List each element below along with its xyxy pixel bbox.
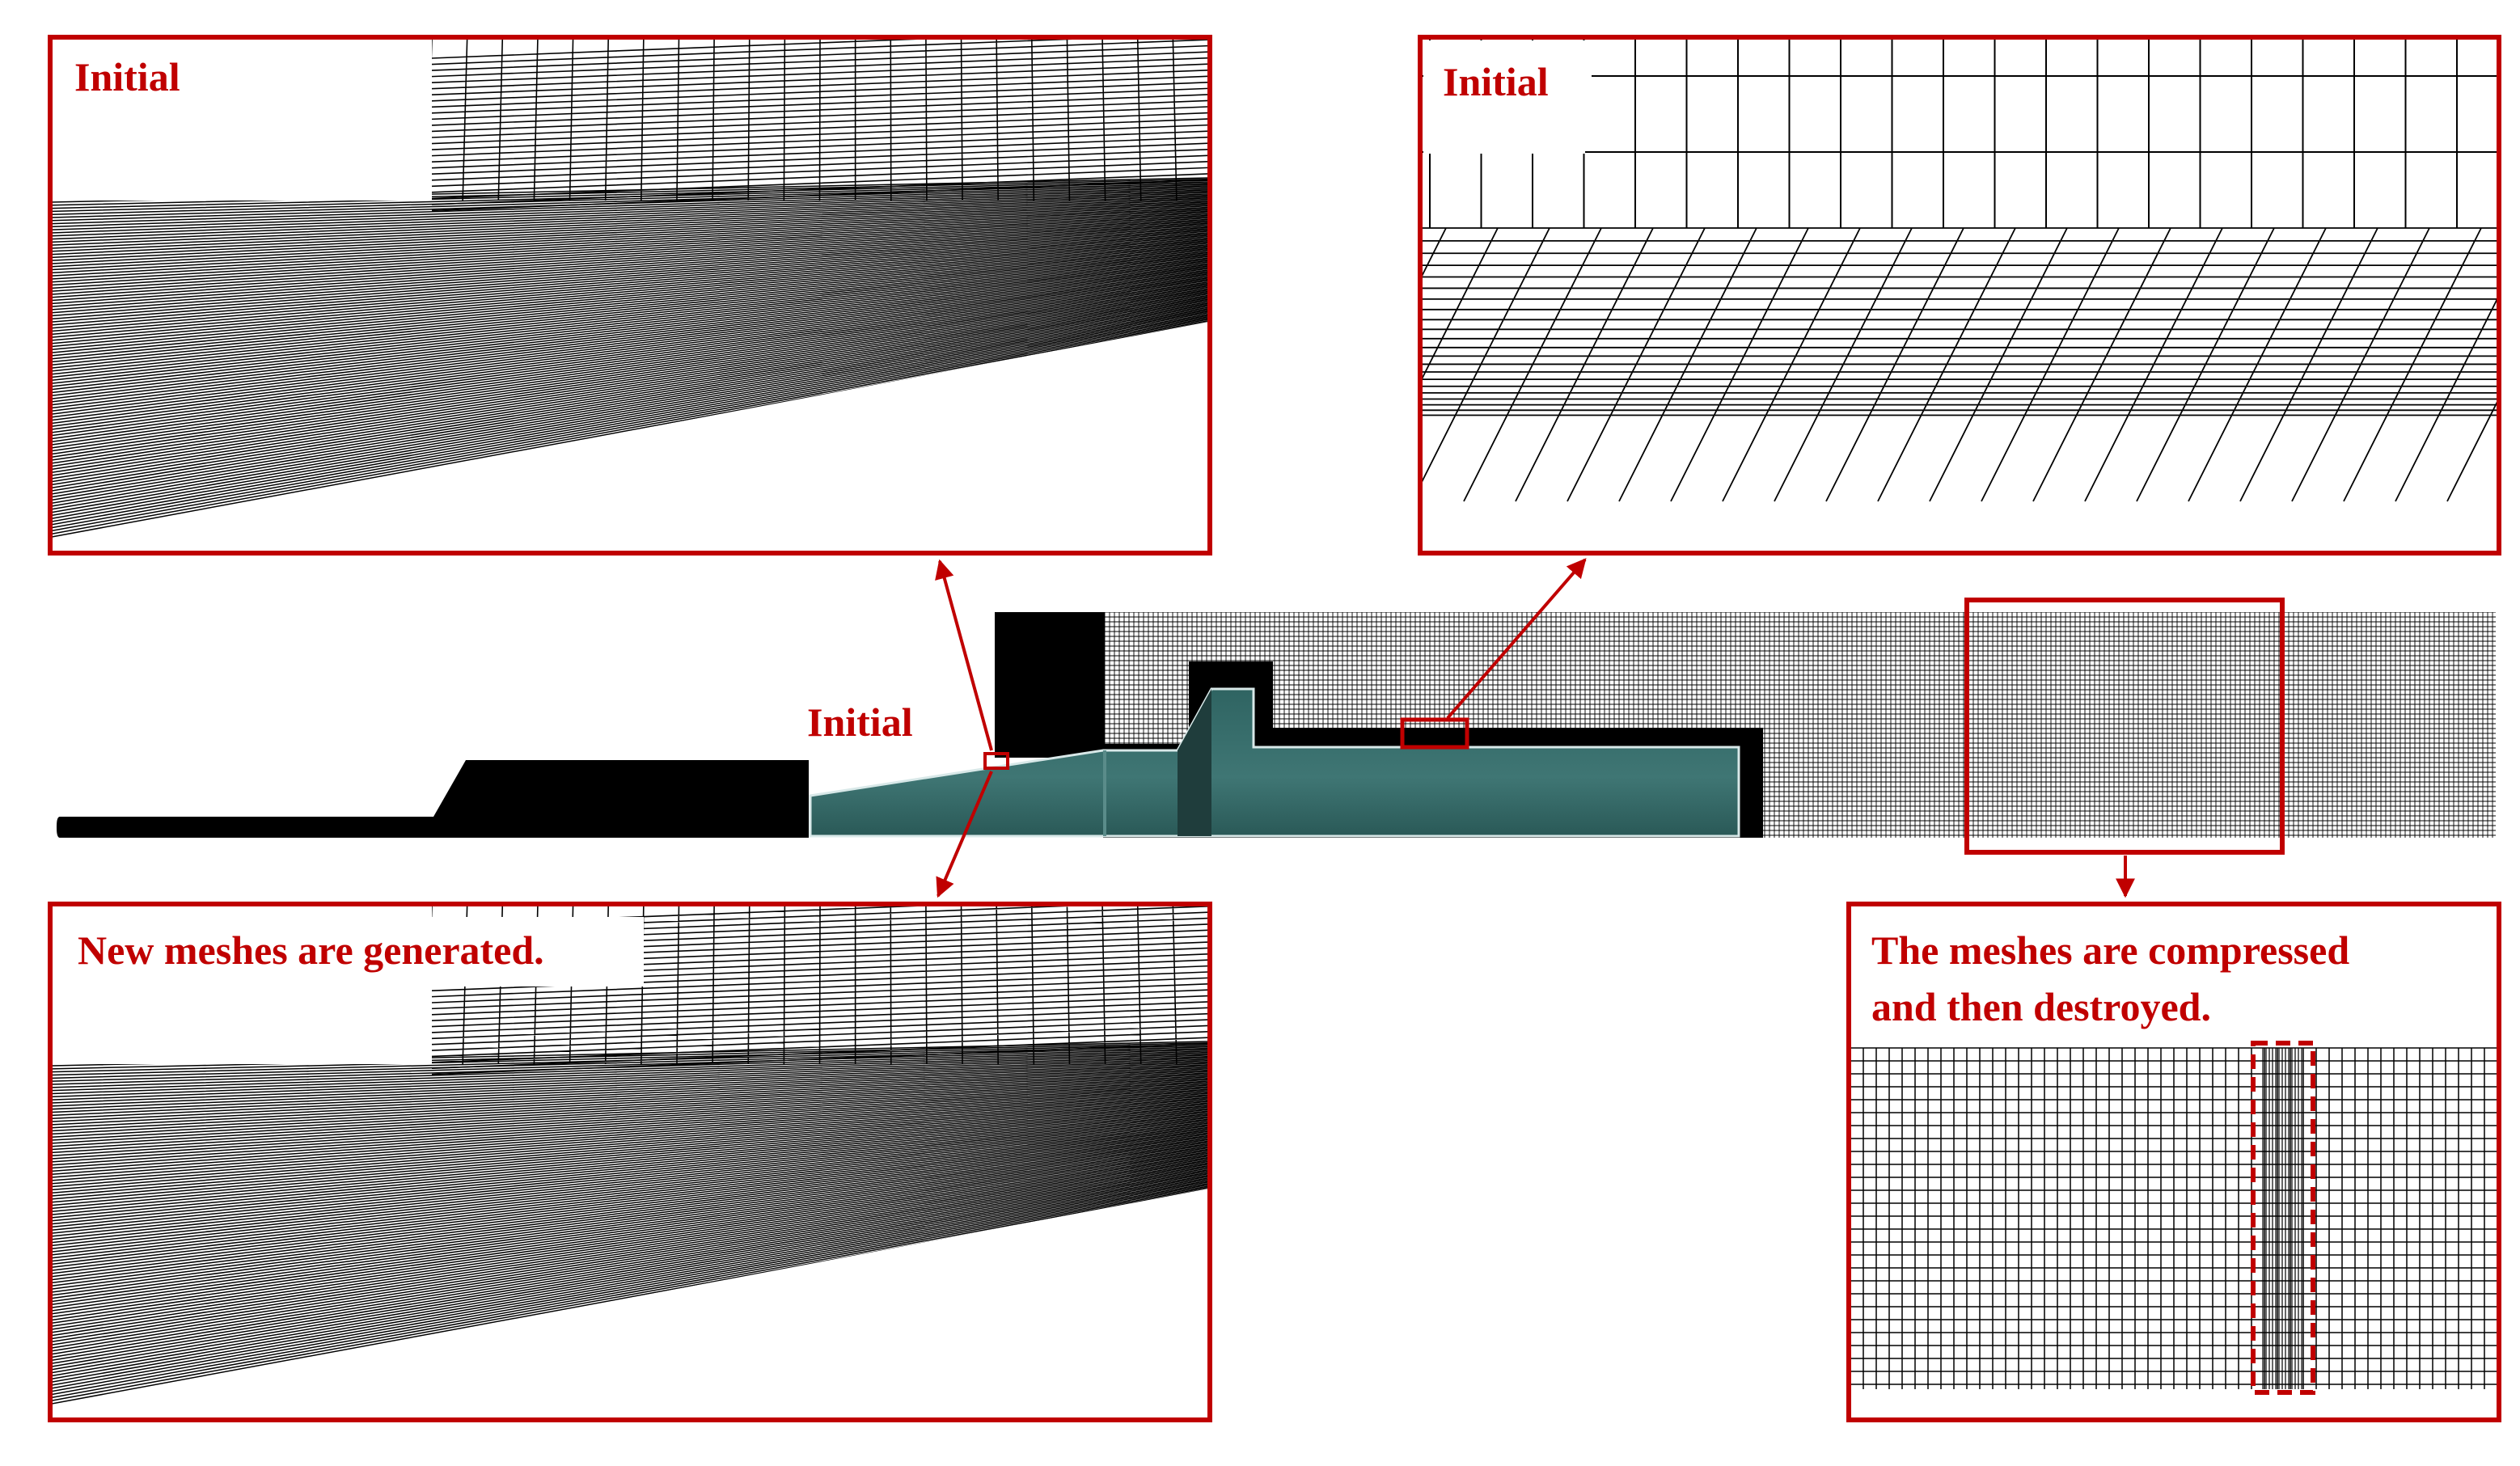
- solid-block: [52, 39, 432, 201]
- body-shadow: [1178, 689, 1211, 836]
- mesh-zoom-compressed: [1850, 1047, 2497, 1389]
- workpiece-body: [809, 687, 1740, 838]
- label-backdrop: [65, 917, 644, 986]
- zoom-frame: [1846, 902, 2501, 1422]
- left-rod: [57, 760, 809, 838]
- panel-label: New meshes are generated.: [78, 927, 544, 973]
- panel-label: Initial: [1443, 59, 1549, 104]
- zoom-marker-top-right: [1400, 717, 1469, 750]
- mesh-domain: [1104, 612, 2496, 838]
- callout-arrows: [935, 558, 2135, 898]
- arrow-to-top-left: [935, 559, 993, 751]
- panel-label: Initial: [74, 54, 180, 99]
- panel-bottom-right: The meshes are compressed and then destr…: [1846, 902, 2501, 1422]
- zoom-frame: [48, 35, 1212, 556]
- panel-top-left: Initial: [48, 35, 1212, 556]
- panel-label-line1: The meshes are compressed: [1871, 927, 2349, 973]
- mesh-zoom-initial-left: [52, 39, 1208, 551]
- panel-bottom-left: New meshes are generated.: [48, 902, 1212, 1422]
- left-block: [995, 612, 1105, 758]
- zoom-frame: [1418, 35, 2501, 556]
- solid-region: [52, 322, 1208, 551]
- mesh-band-lines: [52, 177, 1208, 538]
- center-label: Initial: [807, 699, 913, 745]
- zoom-marker-bottom-right: [1964, 598, 2285, 855]
- mesh-band-lines: [52, 1041, 1208, 1405]
- arrow-to-bottom-left: [936, 771, 993, 898]
- panel-label-line2: and then destroyed.: [1871, 984, 2211, 1029]
- solid-region: [52, 1189, 1208, 1418]
- uniform-mesh: [1850, 1047, 2497, 1389]
- compressed-cells-highlight: [2251, 1041, 2315, 1395]
- compressed-cells: [2262, 1048, 2302, 1389]
- main-geometry: Initial: [57, 598, 2496, 855]
- body-seam: [1103, 750, 1106, 836]
- domain-grid: [1104, 612, 2496, 838]
- zoom-frame: [48, 902, 1212, 1422]
- label-backdrop: [1430, 47, 1592, 112]
- fine-skewed-mesh: [1422, 227, 2497, 502]
- arrow-to-top-right: [1446, 558, 1587, 720]
- panel-top-right: Initial: [1418, 35, 2501, 556]
- zoom-marker-left: [983, 752, 1009, 770]
